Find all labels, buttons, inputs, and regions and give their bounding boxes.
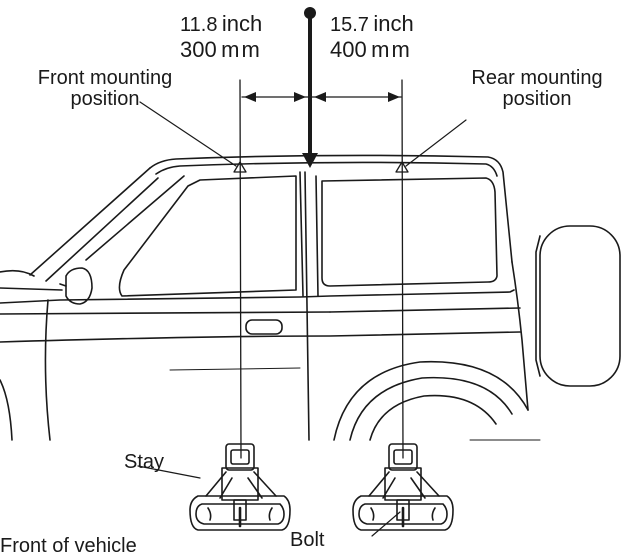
stay-label: Stay: [124, 451, 165, 473]
vehicle-body: [0, 154, 621, 441]
rear-dimension-inch: 15.7 inch: [330, 12, 414, 36]
rear-mounting-label: Rear mounting position: [462, 68, 612, 110]
rear-mm-unit: mm: [371, 37, 412, 62]
left-mounting-stay: [137, 443, 291, 531]
front-mounting-label: Front mounting position: [30, 68, 180, 110]
rear-inch-unit: inch: [373, 11, 414, 36]
rear-mounting-line1: Rear mounting: [471, 67, 603, 89]
front-dimension-inch: 11.8 inch: [180, 12, 262, 36]
front-mounting-line2: position: [70, 88, 140, 110]
rear-inch-value: 15.7: [330, 14, 369, 36]
front-of-vehicle-label: Front of vehicle: [0, 535, 137, 553]
rear-mm-value: 400: [330, 37, 367, 62]
front-mounting-line1: Front mounting: [37, 67, 173, 89]
rear-mounting-line2: position: [502, 88, 572, 110]
front-inch-value: 11.8: [180, 14, 218, 36]
front-mm-unit: mm: [221, 37, 262, 62]
bolt-label: Bolt: [290, 529, 325, 551]
rear-dimension-mm: 400 mm: [330, 38, 412, 62]
right-mounting-stay: [352, 443, 454, 537]
front-mm-value: 300: [180, 37, 217, 62]
dimension-graphics: [139, 7, 467, 459]
front-inch-unit: inch: [221, 11, 263, 36]
front-dimension-mm: 300 mm: [180, 38, 262, 62]
